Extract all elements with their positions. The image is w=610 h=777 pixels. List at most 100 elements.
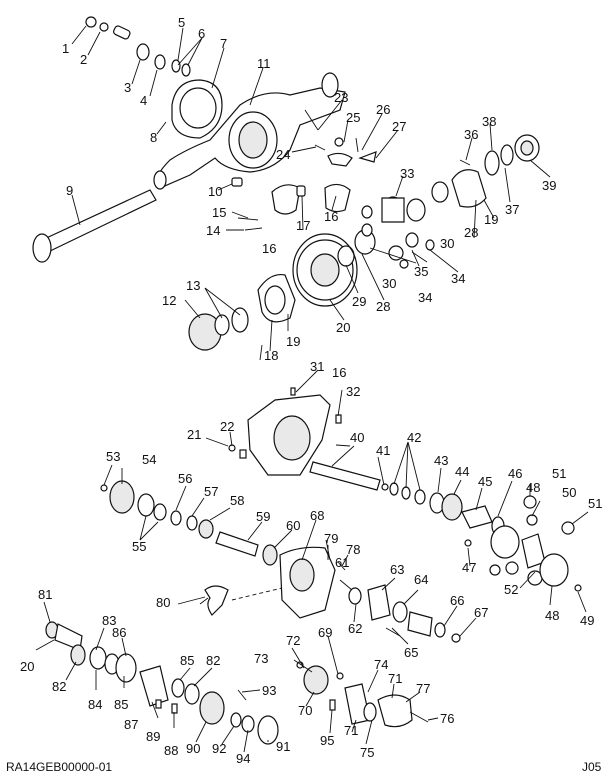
callout-23: 23	[334, 90, 349, 105]
callout-85: 85	[114, 697, 129, 712]
callout-38: 38	[482, 114, 497, 129]
callout-47: 47	[462, 560, 477, 575]
callout-30: 30	[382, 276, 397, 291]
leader-lines	[35, 25, 589, 753]
callout-22: 22	[220, 419, 235, 434]
callout-15: 15	[212, 205, 227, 220]
callout-36: 36	[464, 127, 479, 142]
callout-67: 67	[474, 605, 489, 620]
callout-76: 76	[440, 711, 455, 726]
callout-86: 86	[112, 625, 127, 640]
callout-56: 56	[178, 471, 193, 486]
callout-34: 34	[451, 271, 466, 286]
callout-44: 44	[455, 464, 470, 479]
callout-50: 50	[562, 485, 577, 500]
callout-52: 52	[504, 582, 519, 597]
page-code: J05	[582, 760, 602, 774]
callout-41: 41	[376, 443, 391, 458]
callout-11: 11	[257, 56, 271, 71]
callout-89: 89	[146, 729, 161, 744]
callout-69: 69	[318, 625, 333, 640]
callout-82: 82	[52, 679, 67, 694]
callout-39: 39	[542, 178, 557, 193]
drawing-id: RA14GEB00000-01	[6, 760, 113, 774]
callout-77: 77	[416, 681, 431, 696]
callout-16c: 16	[332, 365, 347, 380]
callout-48: 48	[526, 480, 541, 495]
callout-9: 9	[66, 183, 74, 198]
callout-87: 87	[124, 717, 139, 732]
callout-62: 62	[348, 621, 363, 636]
callout-37: 37	[505, 202, 520, 217]
callout-25: 25	[346, 110, 361, 125]
callout-80: 80	[156, 595, 171, 610]
callout-4: 4	[140, 93, 148, 108]
callout-66: 66	[450, 593, 465, 608]
callout-61: 61	[335, 555, 350, 570]
callout-20b: 20	[20, 659, 35, 674]
callout-71: 71	[388, 671, 403, 686]
callout-68: 68	[310, 508, 325, 523]
callout-26: 26	[376, 102, 391, 117]
callout-16b: 16	[324, 209, 339, 224]
callout-8: 8	[150, 130, 158, 145]
callout-94: 94	[236, 751, 251, 766]
callout-92: 92	[212, 741, 227, 756]
callout-72: 72	[286, 633, 301, 648]
callout-33: 33	[400, 166, 415, 181]
callout-48b: 48	[545, 608, 560, 623]
callout-29: 29	[352, 294, 367, 309]
carrier-pinion-group	[45, 387, 582, 745]
callout-24: 24	[276, 147, 291, 162]
callout-32: 32	[346, 384, 361, 399]
callout-83: 83	[102, 613, 117, 628]
callout-74: 74	[374, 657, 389, 672]
callout-57: 57	[204, 484, 219, 499]
callout-31: 31	[310, 359, 325, 374]
callout-59: 59	[256, 509, 271, 524]
callout-82b: 82	[206, 653, 221, 668]
callout-6: 6	[198, 26, 206, 41]
callout-2: 2	[80, 52, 88, 67]
callout-17: 17	[296, 218, 311, 233]
callout-84: 84	[88, 697, 103, 712]
callout-51: 51	[552, 466, 567, 481]
callout-1: 1	[62, 41, 70, 56]
callout-91: 91	[276, 739, 291, 754]
callout-51b: 51	[588, 496, 603, 511]
callout-30b: 30	[440, 236, 455, 251]
callout-65: 65	[404, 645, 419, 660]
callout-43: 43	[434, 453, 449, 468]
callout-75: 75	[360, 745, 375, 760]
callout-7: 7	[220, 36, 228, 51]
callout-54: 54	[142, 452, 157, 467]
callout-70: 70	[298, 703, 313, 718]
callout-27: 27	[392, 119, 407, 134]
callout-35: 35	[414, 264, 429, 279]
callout-40: 40	[350, 430, 365, 445]
callout-45: 45	[478, 474, 493, 489]
callout-42: 42	[407, 430, 422, 445]
callout-3: 3	[124, 80, 132, 95]
callout-13: 13	[186, 278, 201, 293]
callout-90: 90	[186, 741, 201, 756]
callout-58: 58	[230, 493, 245, 508]
callout-19: 19	[286, 334, 301, 349]
callout-78: 78	[346, 542, 361, 557]
callout-71b: 71	[344, 723, 359, 738]
callout-18: 18	[264, 348, 279, 363]
callout-60: 60	[286, 518, 301, 533]
callout-49: 49	[580, 613, 595, 628]
callout-16: 16	[262, 241, 277, 256]
callout-20: 20	[336, 320, 351, 335]
callout-53: 53	[106, 449, 121, 464]
callout-5: 5	[178, 15, 186, 30]
callout-28b: 28	[464, 225, 479, 240]
callout-73: 73	[254, 651, 269, 666]
axle-housing-group	[32, 16, 540, 351]
callout-79: 79	[324, 531, 339, 546]
callout-63: 63	[390, 562, 405, 577]
callout-19b: 19	[484, 212, 499, 227]
